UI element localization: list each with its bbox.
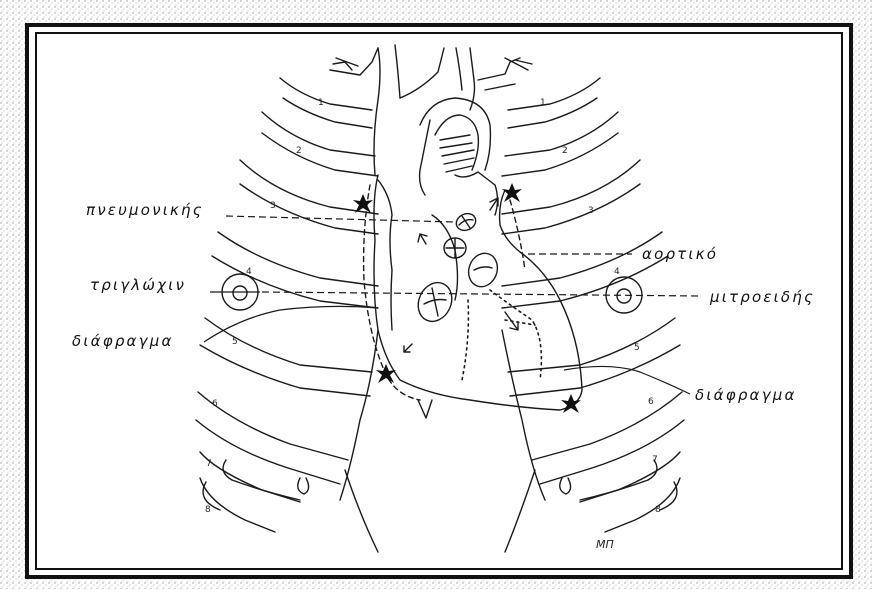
rib-number-right: 8 xyxy=(655,505,661,515)
rib-number-right: 5 xyxy=(634,343,640,353)
rib-number-right: 3 xyxy=(588,206,594,216)
label-diafragma-right: διάφραγμα xyxy=(695,386,797,404)
rib-number-left: 2 xyxy=(296,146,302,156)
rib-number-right: 2 xyxy=(562,146,568,156)
rib-number-left: 1 xyxy=(318,98,324,108)
rib-number-left: 5 xyxy=(232,337,238,347)
rib-number-left: 6 xyxy=(212,399,218,409)
rib-number-left: 4 xyxy=(246,267,252,277)
rib-number-right: 7 xyxy=(652,455,658,465)
label-aortiko: αορτικό xyxy=(642,245,718,263)
rib-number-left: 3 xyxy=(270,201,276,211)
signature: ΜΠ xyxy=(596,538,614,551)
label-mitroeidis: μιτροειδής xyxy=(709,288,815,306)
rib-number-left: 8 xyxy=(205,505,211,515)
label-pneumonikis: πνευμονικής xyxy=(86,201,204,219)
rib-number-left: 7 xyxy=(206,459,212,469)
label-trigloxin: τριγλώχιν xyxy=(90,276,186,294)
rib-number-right: 6 xyxy=(648,397,654,407)
rib-number-right: 4 xyxy=(614,267,620,277)
label-diafragma-left: διάφραγμα xyxy=(72,332,174,350)
rib-number-right: 1 xyxy=(540,98,546,108)
